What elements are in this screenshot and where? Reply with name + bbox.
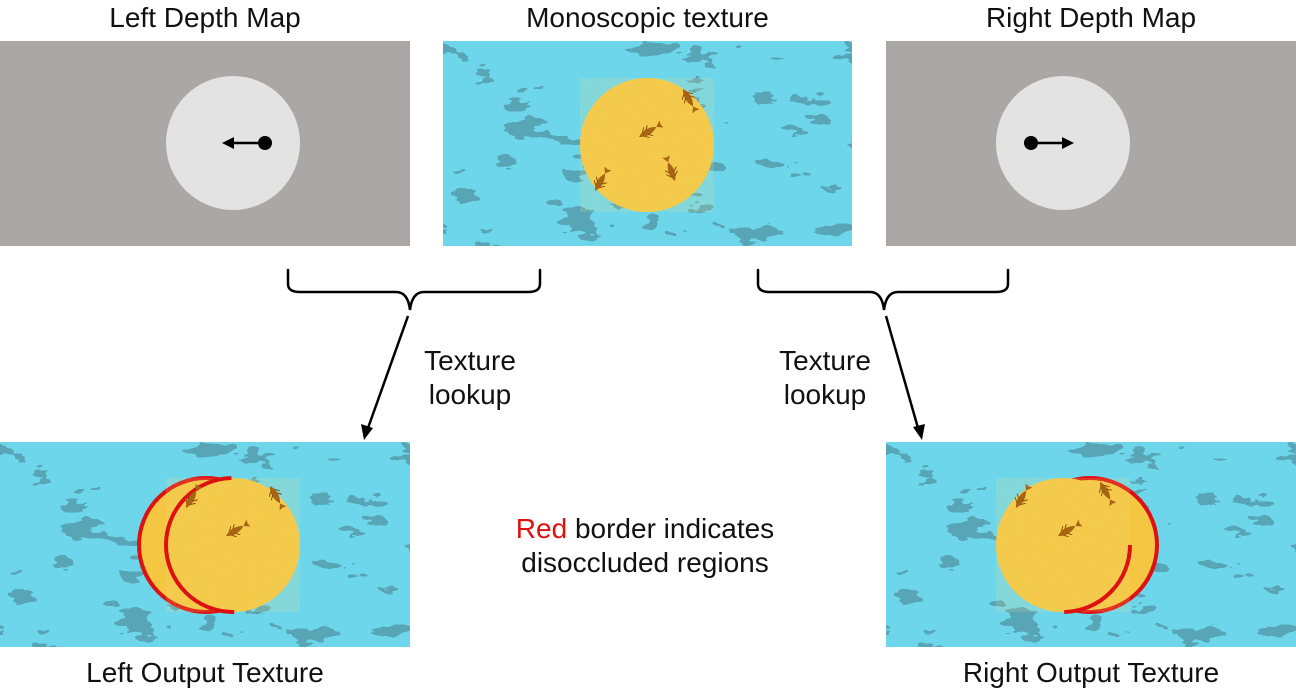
right-output-texture-image bbox=[886, 442, 1296, 647]
red-word: Red bbox=[515, 513, 568, 544]
left-depth-map bbox=[0, 41, 410, 246]
left-texture-lookup-label: Texture lookup bbox=[424, 345, 516, 410]
right-texture-lookup-label: Texture lookup bbox=[779, 345, 871, 410]
monoscopic-texture-image bbox=[443, 41, 852, 246]
right-brace bbox=[756, 268, 1010, 311]
left-output-texture-image bbox=[0, 442, 410, 647]
disocclusion-note: Red border indicates disoccluded regions bbox=[515, 513, 775, 578]
right-depth-map bbox=[886, 41, 1296, 246]
arrow-left-icon bbox=[222, 136, 272, 150]
arrow-right-icon bbox=[1024, 136, 1074, 150]
right-depth-map-title: Right Depth Map bbox=[985, 2, 1197, 33]
left-output-texture-title: Left Output Texture bbox=[86, 657, 324, 688]
right-output-texture-title: Right Output Texture bbox=[962, 657, 1220, 688]
left-depth-map-title: Left Depth Map bbox=[109, 2, 301, 33]
monoscopic-texture-title: Monoscopic texture bbox=[526, 2, 769, 33]
left-brace bbox=[286, 268, 542, 311]
